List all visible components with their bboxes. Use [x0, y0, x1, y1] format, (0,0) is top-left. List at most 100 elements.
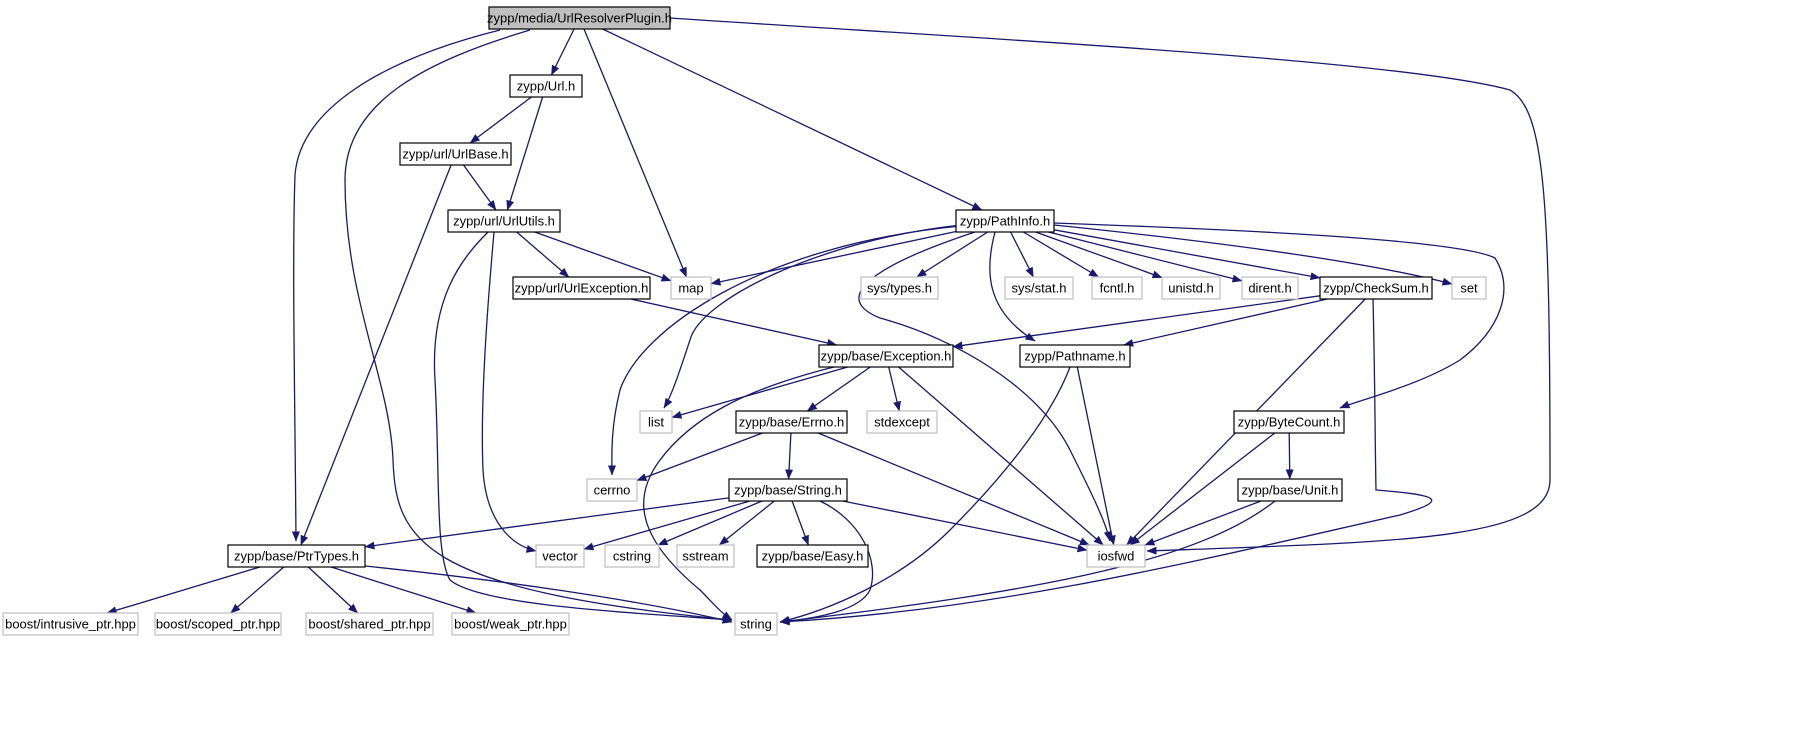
node-label: zypp/base/Exception.h [821, 349, 952, 364]
node-box [1091, 276, 1143, 300]
edge-urlexception-to-exception [630, 298, 838, 347]
node-label: string [740, 617, 772, 632]
node-label: cerrno [594, 483, 631, 498]
node-pathinfo[interactable]: zypp/PathInfo.h [955, 209, 1055, 233]
node-label: zypp/Pathname.h [1024, 349, 1125, 364]
node-easy[interactable]: zypp/base/Easy.h [756, 544, 869, 568]
edge-exception-to-list [671, 366, 848, 419]
node-exception[interactable]: zypp/base/Exception.h [818, 344, 954, 368]
edge-pathinfo-to-list [663, 224, 962, 409]
node-iosfwd: iosfwd [1086, 544, 1146, 568]
edge-checksum-to-string [779, 298, 1433, 626]
node-urlutils[interactable]: zypp/url/UrlUtils.h [447, 209, 561, 233]
node-box [866, 410, 938, 434]
edge-exception-to-stdexcept [888, 366, 901, 412]
node-label: zypp/url/UrlUtils.h [453, 214, 555, 229]
edge-urlutils-to-urlexception [516, 231, 570, 278]
node-urlexception[interactable]: zypp/url/UrlException.h [512, 276, 651, 300]
edge-pathinfo-to-checksum [1053, 229, 1321, 281]
node-unit[interactable]: zypp/base/Unit.h [1237, 478, 1343, 502]
node-systypes: sys/types.h [860, 276, 939, 300]
node-list: list [639, 410, 673, 434]
edge-urlresolver-to-ptrtypes [291, 29, 501, 542]
edge-urlbase-to-urlutils [462, 164, 497, 211]
node-urlbase[interactable]: zypp/url/UrlBase.h [399, 142, 512, 166]
node-label: zypp/base/Errno.h [739, 415, 845, 430]
edge-pathinfo-to-map [710, 230, 957, 286]
node-box [399, 142, 512, 166]
edge-string_h-to-sstream [718, 500, 775, 546]
edge-pathinfo-to-unistd [1035, 231, 1163, 279]
nodes-layer: zypp/media/UrlResolverPlugin.h zypp/Url.h… [2, 6, 1487, 636]
node-label: zypp/base/Easy.h [762, 549, 864, 564]
node-box [512, 276, 651, 300]
node-dirent: dirent.h [1241, 276, 1299, 300]
node-box [756, 544, 869, 568]
node-vector: vector [535, 544, 585, 568]
node-unistd: unistd.h [1161, 276, 1221, 300]
node-box [735, 410, 848, 434]
edge-string_h-to-ptrtypes [364, 497, 730, 550]
edge-pathname-to-iosfwd [1076, 366, 1116, 546]
node-label: map [678, 281, 703, 296]
node-label: zypp/media/UrlResolverPlugin.h [487, 11, 672, 26]
edge-pathinfo-to-sysstat [1010, 231, 1034, 278]
node-pathname[interactable]: zypp/Pathname.h [1019, 344, 1131, 368]
node-map: map [670, 276, 712, 300]
node-label: set [1460, 281, 1478, 296]
node-box [1319, 276, 1433, 300]
node-label: boost/intrusive_ptr.hpp [5, 617, 136, 632]
node-fcntl: fcntl.h [1091, 276, 1143, 300]
node-box [670, 276, 712, 300]
node-stdexcept: stdexcept [866, 410, 938, 434]
node-box [305, 612, 434, 636]
node-checksum[interactable]: zypp/CheckSum.h [1319, 276, 1433, 300]
node-box [676, 544, 735, 568]
node-box [1451, 276, 1487, 300]
node-bytecount[interactable]: zypp/ByteCount.h [1233, 410, 1345, 434]
edge-pathinfo-to-set [1053, 224, 1453, 286]
node-box [1004, 276, 1074, 300]
node-box [2, 612, 139, 636]
node-scoped: boost/scoped_ptr.hpp [154, 612, 282, 636]
node-string: string [734, 612, 778, 636]
edge-ptrtypes-to-intrusive [106, 566, 261, 615]
node-box [1161, 276, 1221, 300]
node-errno[interactable]: zypp/base/Errno.h [735, 410, 848, 434]
edge-urlresolver-to-pathinfo [602, 28, 983, 211]
edge-string_h-to-string [779, 500, 874, 626]
node-label: sys/types.h [867, 281, 932, 296]
node-label: zypp/PathInfo.h [960, 214, 1050, 229]
node-label: zypp/base/Unit.h [1242, 483, 1339, 498]
edge-urlresolver-to-url [550, 28, 575, 76]
edge-urlutils-to-string [433, 231, 733, 624]
node-urlresolver[interactable]: zypp/media/UrlResolverPlugin.h [487, 6, 672, 30]
node-sstream: sstream [676, 544, 735, 568]
node-label: dirent.h [1248, 281, 1291, 296]
node-box [227, 544, 366, 568]
edge-urlresolver-to-string [344, 29, 733, 624]
edge-ptrtypes-to-string [364, 565, 733, 624]
node-string_h[interactable]: zypp/base/String.h [728, 478, 848, 502]
node-label: boost/shared_ptr.hpp [308, 617, 430, 632]
node-ptrtypes[interactable]: zypp/base/PtrTypes.h [227, 544, 366, 568]
node-intrusive: boost/intrusive_ptr.hpp [2, 612, 139, 636]
edge-urlutils-to-vector [481, 231, 537, 553]
node-box [818, 344, 954, 368]
node-url[interactable]: zypp/Url.h [509, 74, 583, 98]
edge-string_h-to-easy [791, 500, 810, 546]
node-label: zypp/Url.h [517, 79, 576, 94]
node-box [535, 544, 585, 568]
node-box [1237, 478, 1343, 502]
edge-pathname-to-string [779, 366, 1071, 624]
node-weak: boost/weak_ptr.hpp [451, 612, 570, 636]
edge-exception-to-iosfwd [898, 366, 1104, 546]
edge-string_h-to-iosfwd [842, 500, 1088, 553]
node-label: boost/weak_ptr.hpp [454, 617, 567, 632]
node-label: iosfwd [1098, 549, 1135, 564]
edge-string_h-to-cstring [657, 500, 763, 546]
edge-exception-to-errno [806, 366, 871, 412]
node-label: zypp/base/PtrTypes.h [234, 549, 359, 564]
node-box [955, 209, 1055, 233]
node-box [1241, 276, 1299, 300]
